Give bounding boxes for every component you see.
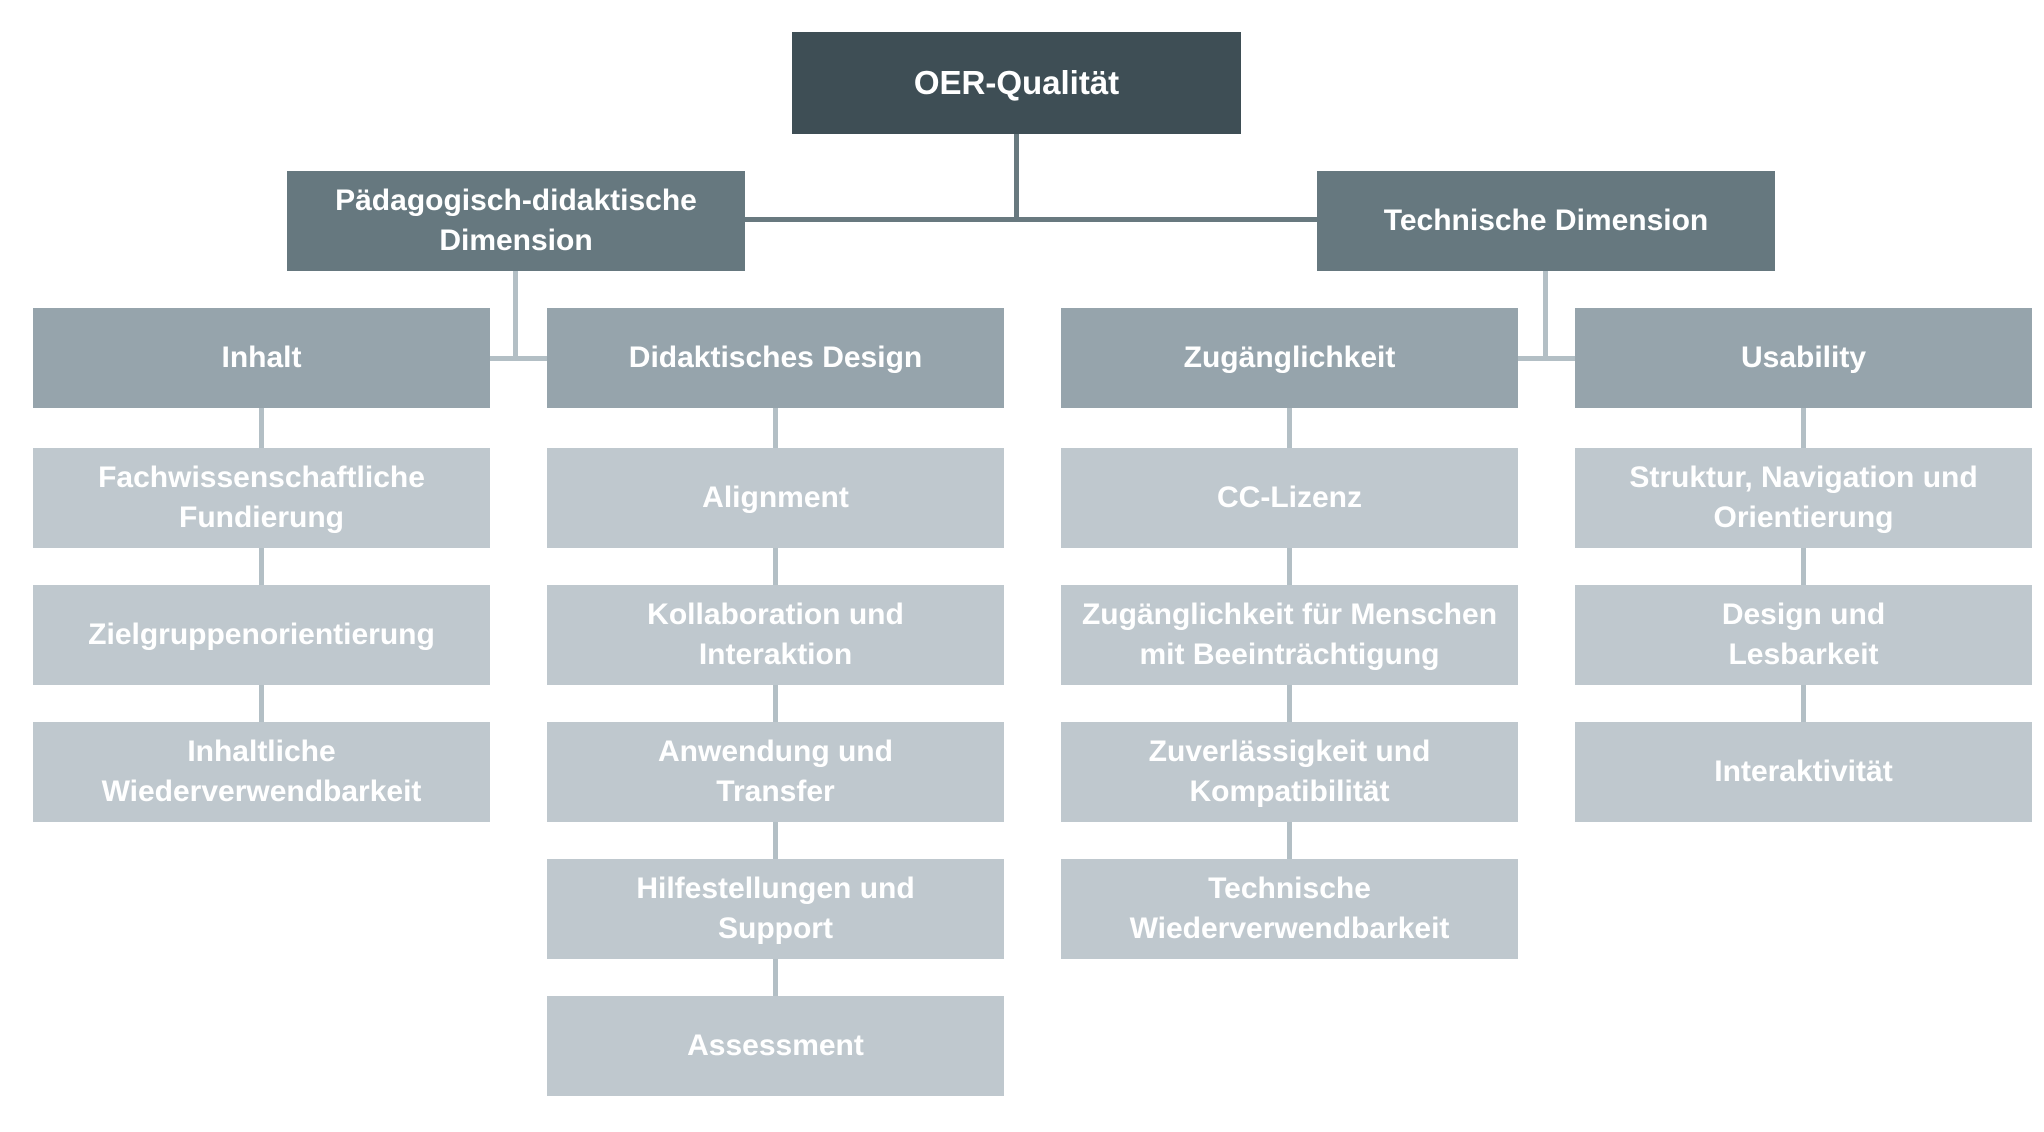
connector-dim2-vertical <box>1543 271 1548 361</box>
node-zugaenglichkeit-fuer-menschen: Zugänglichkeit für Menschen mit Beeinträ… <box>1061 585 1518 685</box>
node-design-und-lesbarkeit: Design und Lesbarkeit <box>1575 585 2032 685</box>
node-struktur-navigation-orientierung-label: Struktur, Navigation und Orientierung <box>1629 461 1978 534</box>
node-anwendung-und-transfer-label: Anwendung und Transfer <box>658 735 893 808</box>
node-kollaboration-und-interaktion: Kollaboration und Interaktion <box>547 585 1004 685</box>
node-hilfestellungen-und-support: Hilfestellungen und Support <box>547 859 1004 959</box>
node-zugaenglichkeit-label: Zugänglichkeit <box>1183 341 1396 374</box>
node-kollaboration-und-interaktion-label: Kollaboration und Interaktion <box>647 598 904 671</box>
node-oer-qualitaet-label: OER-Qualität <box>913 64 1120 101</box>
node-zuverlaessigkeit-und-kompatibilitaet: Zuverlässigkeit und Kompatibilität <box>1061 722 1518 822</box>
node-technische-dimension-label: Technische Dimension <box>1383 204 1709 237</box>
node-technische-wiederverwendbarkeit: Technische Wiederverwendbarkeit <box>1061 859 1518 959</box>
node-design-und-lesbarkeit-label: Design und Lesbarkeit <box>1721 598 1886 671</box>
node-technische-dimension: Technische Dimension <box>1317 171 1775 271</box>
node-interaktivitaet: Interaktivität <box>1575 722 2032 822</box>
node-hilfestellungen-und-support-label: Hilfestellungen und Support <box>636 872 915 945</box>
node-usability-label: Usability <box>1740 341 1867 374</box>
node-usability: Usability <box>1575 308 2032 408</box>
node-paedagogisch-didaktische-dimension: Pädagogisch-didaktische Dimension <box>287 171 745 271</box>
node-paedagogisch-didaktische-dimension-label: Pädagogisch-didaktische Dimension <box>335 184 697 257</box>
node-cc-lizenz-label: CC-Lizenz <box>1217 481 1362 514</box>
node-alignment-label: Alignment <box>702 481 849 514</box>
node-fachwissenschaftliche-fundierung-label: Fachwissenschaftliche Fundierung <box>98 461 425 534</box>
node-didaktisches-design-label: Didaktisches Design <box>628 341 923 374</box>
node-zugaenglichkeit: Zugänglichkeit <box>1061 308 1518 408</box>
connector-column-usability <box>1801 408 1806 726</box>
node-assessment: Assessment <box>547 996 1004 1096</box>
connector-dim1-horizontal <box>490 356 547 361</box>
node-alignment: Alignment <box>547 448 1004 548</box>
node-zugaenglichkeit-fuer-menschen-label: Zugänglichkeit für Menschen mit Beeinträ… <box>1081 598 1498 671</box>
node-fachwissenschaftliche-fundierung: Fachwissenschaftliche Fundierung <box>33 448 490 548</box>
node-oer-qualitaet: OER-Qualität <box>792 32 1241 134</box>
connector-root-vertical <box>1014 134 1019 222</box>
node-struktur-navigation-orientierung: Struktur, Navigation und Orientierung <box>1575 448 2032 548</box>
connector-dim2-horizontal <box>1518 356 1575 361</box>
node-inhaltliche-wiederverwendbarkeit: Inhaltliche Wiederverwendbarkeit <box>33 722 490 822</box>
connector-dim1-vertical <box>513 271 518 361</box>
node-inhaltliche-wiederverwendbarkeit-label: Inhaltliche Wiederverwendbarkeit <box>101 735 422 808</box>
connector-column-didaktisches <box>773 408 778 1000</box>
node-cc-lizenz: CC-Lizenz <box>1061 448 1518 548</box>
node-didaktisches-design: Didaktisches Design <box>547 308 1004 408</box>
node-interaktivitaet-label: Interaktivität <box>1714 755 1893 788</box>
node-inhalt: Inhalt <box>33 308 490 408</box>
node-inhalt-label: Inhalt <box>221 341 302 374</box>
node-zielgruppenorientierung-label: Zielgruppenorientierung <box>88 618 435 651</box>
node-zielgruppenorientierung: Zielgruppenorientierung <box>33 585 490 685</box>
node-anwendung-und-transfer: Anwendung und Transfer <box>547 722 1004 822</box>
connector-column-inhalt <box>259 408 264 726</box>
node-zuverlaessigkeit-und-kompatibilitaet-label: Zuverlässigkeit und Kompatibilität <box>1148 735 1431 808</box>
node-assessment-label: Assessment <box>687 1029 864 1062</box>
node-technische-wiederverwendbarkeit-label: Technische Wiederverwendbarkeit <box>1129 872 1450 945</box>
connector-root-horizontal <box>745 217 1317 222</box>
